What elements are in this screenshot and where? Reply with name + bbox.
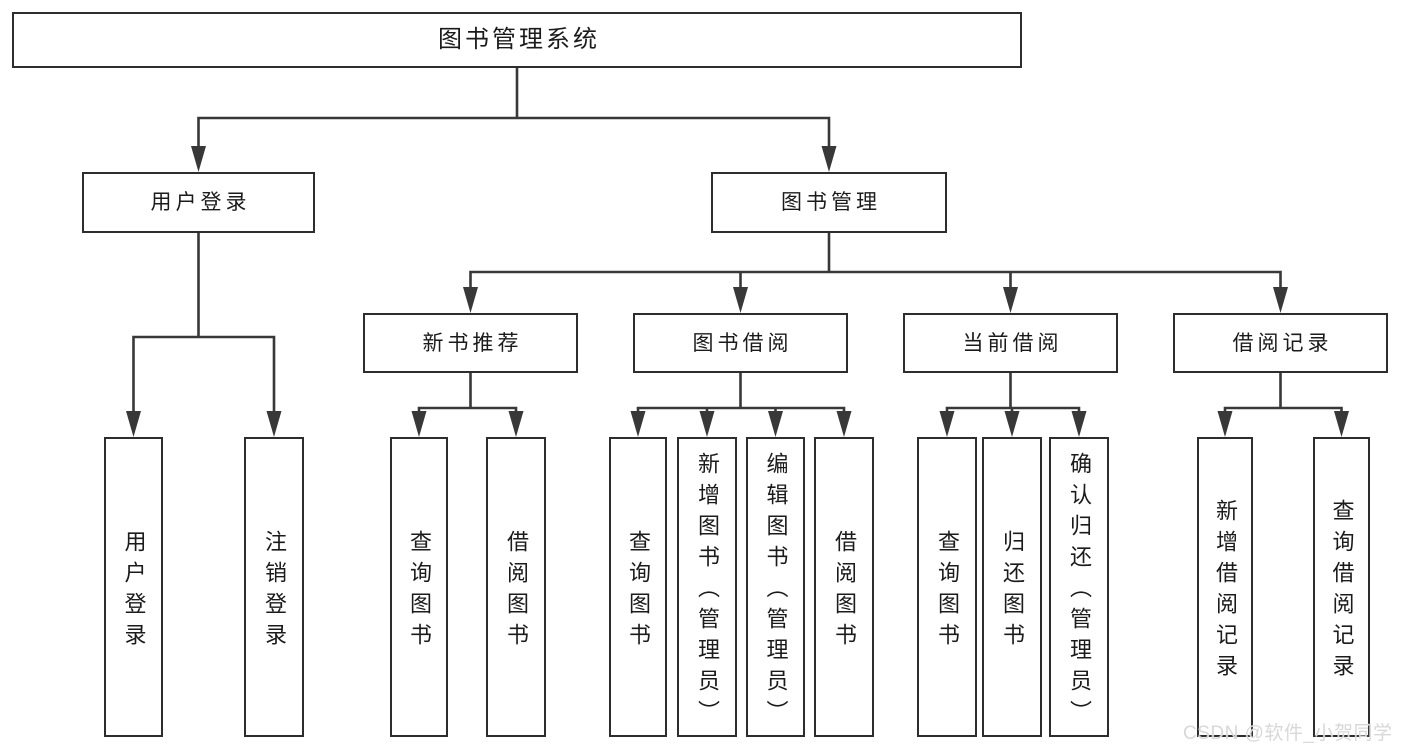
leaf-borrowing-borrow-books-label: 借阅图书 — [832, 529, 857, 654]
watermark: CSDN @软件_小贺同学 — [1183, 723, 1393, 744]
leaf-add-books-admin: 新增图书（管理员） — [677, 437, 737, 737]
leaf-add-borrow-record-label: 新增借阅记录 — [1213, 498, 1238, 685]
node-book-borrowing-label: 图书借阅 — [692, 331, 793, 355]
leaf-confirm-return-admin: 确认归还（管理员） — [1049, 437, 1109, 737]
leaf-logout-label: 注销登录 — [262, 529, 287, 654]
leaf-current-query-books: 查询图书 — [917, 437, 977, 737]
leaf-user-login: 用户登录 — [104, 437, 163, 737]
leaf-newbooks-borrow-books-label: 借阅图书 — [504, 529, 529, 654]
node-borrowing-records-label: 借阅记录 — [1232, 331, 1333, 355]
leaf-edit-books-admin-label: 编辑图书（管理员） — [763, 452, 789, 731]
node-new-book-recommend-label: 新书推荐 — [422, 331, 523, 355]
node-book-borrowing: 图书借阅 — [633, 313, 848, 373]
leaf-borrowing-query-books-label: 查询图书 — [626, 529, 651, 654]
node-book-management: 图书管理 — [711, 172, 947, 233]
leaf-add-borrow-record: 新增借阅记录 — [1197, 437, 1253, 737]
node-book-management-label: 图书管理 — [781, 191, 881, 214]
leaf-newbooks-query-books: 查询图书 — [390, 437, 448, 737]
node-root: 图书管理系统 — [12, 12, 1022, 68]
leaf-newbooks-query-books-label: 查询图书 — [407, 529, 432, 654]
leaf-confirm-return-admin-label: 确认归还（管理员） — [1067, 452, 1092, 731]
leaf-borrowing-query-books: 查询图书 — [609, 437, 667, 737]
node-user-login: 用户登录 — [82, 172, 315, 233]
node-borrowing-records: 借阅记录 — [1173, 313, 1388, 373]
node-user-login-label: 用户登录 — [150, 191, 251, 214]
leaf-return-books: 归还图书 — [982, 437, 1042, 737]
node-current-borrowing: 当前借阅 — [903, 313, 1118, 373]
node-new-book-recommend: 新书推荐 — [363, 313, 578, 373]
node-current-borrowing-label: 当前借阅 — [962, 331, 1063, 355]
leaf-add-books-admin-label: 新增图书（管理员） — [695, 452, 720, 731]
leaf-query-borrow-record: 查询借阅记录 — [1313, 437, 1370, 737]
leaf-edit-books-admin: 编辑图书（管理员） — [746, 437, 805, 737]
node-root-label: 图书管理系统 — [438, 26, 600, 53]
leaf-return-books-label: 归还图书 — [1000, 529, 1025, 654]
leaf-current-query-books-label: 查询图书 — [935, 529, 960, 654]
leaf-borrowing-borrow-books: 借阅图书 — [814, 437, 874, 737]
leaf-user-login-label: 用户登录 — [121, 529, 147, 654]
leaf-query-borrow-record-label: 查询借阅记录 — [1329, 498, 1355, 685]
leaf-logout: 注销登录 — [244, 437, 304, 737]
leaf-newbooks-borrow-books: 借阅图书 — [486, 437, 546, 737]
